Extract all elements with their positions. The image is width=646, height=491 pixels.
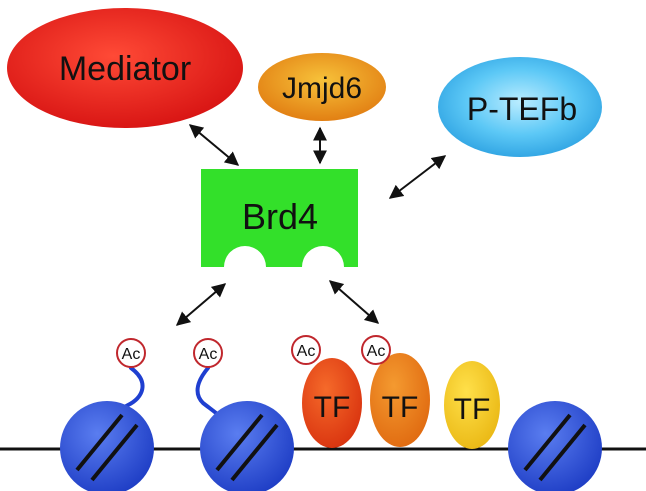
arrow-mediator-brd4	[188, 124, 240, 166]
interaction-arrows	[175, 124, 447, 326]
brd4-label: Brd4	[242, 196, 318, 237]
acetyl-tag-4: Ac	[361, 335, 391, 365]
mediator-node: Mediator	[7, 8, 243, 128]
acetyl-tag-2-label: Ac	[199, 346, 218, 363]
nucleosome-2	[200, 401, 294, 491]
arrow-ptefb-brd4	[388, 155, 447, 199]
tf-1-label: TF	[314, 391, 351, 424]
mediator-label: Mediator	[59, 50, 191, 88]
acetyl-tag-4-label: Ac	[367, 343, 386, 360]
arrow-brd4-right-tail	[328, 280, 380, 324]
jmjd6-node: Jmjd6	[258, 53, 386, 121]
nucleosome-3	[508, 401, 602, 491]
ptefb-node: P-TEFb	[438, 57, 602, 157]
jmjd6-label: Jmjd6	[282, 72, 362, 105]
tf-1: TF	[302, 358, 362, 448]
acetyl-tag-3-label: Ac	[297, 343, 316, 360]
nucleosome-1	[60, 401, 154, 491]
arrow-brd4-left-tail	[175, 283, 227, 326]
acetyl-tag-2: Ac	[193, 338, 223, 368]
acetyl-tag-3: Ac	[291, 335, 321, 365]
acetyl-tag-1-label: Ac	[122, 346, 141, 363]
tf-2: TF	[370, 353, 430, 447]
acetyl-tag-1: Ac	[116, 338, 146, 368]
brd4-node: Brd4	[201, 169, 358, 267]
tf-3: TF	[444, 361, 500, 449]
ptefb-label: P-TEFb	[467, 91, 577, 127]
tf-3-label: TF	[454, 393, 491, 426]
tf-2-label: TF	[382, 391, 419, 424]
